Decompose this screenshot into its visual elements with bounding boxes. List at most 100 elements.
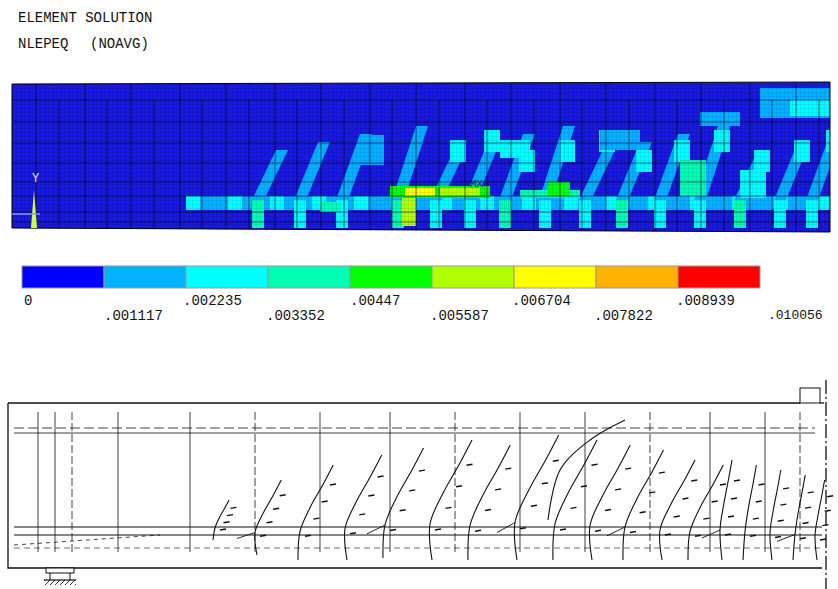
- plot-title: ELEMENT SOLUTION: [18, 11, 152, 25]
- crack-line: [660, 460, 695, 560]
- scale-value: .002235: [183, 294, 242, 308]
- crack-mark: [227, 515, 233, 516]
- crack-line: [815, 480, 825, 560]
- crack-mark: [659, 472, 665, 473]
- crack-mark: [822, 525, 828, 526]
- stirrup: [118, 412, 119, 552]
- stirrup: [72, 412, 73, 552]
- crack-mark: [390, 530, 396, 531]
- crack-mark: [756, 501, 762, 502]
- color-band: [104, 266, 186, 288]
- crack-mark: [780, 504, 786, 505]
- crack-line: [367, 525, 385, 534]
- stirrup: [38, 412, 39, 552]
- crack-mark: [695, 535, 701, 536]
- crack-sketch: [8, 380, 833, 589]
- crack-mark: [775, 537, 781, 538]
- crack-mark: [803, 522, 809, 523]
- crack-mark: [560, 529, 566, 530]
- crack-mark: [350, 533, 356, 534]
- color-band: [514, 266, 596, 288]
- crack-mark: [475, 530, 481, 531]
- crack-mark: [368, 495, 374, 496]
- scale-value: .003352: [266, 309, 325, 323]
- top-rebar: [14, 428, 815, 429]
- crack-mark: [409, 490, 415, 491]
- stirrup: [55, 412, 56, 552]
- stirrup: [320, 412, 321, 552]
- crack-mark: [820, 539, 826, 540]
- crack-mark: [231, 507, 237, 508]
- bottom-rebar: [14, 527, 822, 528]
- crack-mark: [378, 476, 384, 477]
- color-bar: [22, 266, 760, 288]
- crack-mark: [505, 468, 511, 469]
- beam-outline: [8, 402, 800, 403]
- color-band: [596, 266, 678, 288]
- crack-mark: [542, 483, 548, 484]
- crack-line: [720, 460, 732, 560]
- crack-line: [548, 420, 625, 520]
- crack-mark: [805, 507, 811, 508]
- crack-mark: [313, 518, 319, 519]
- crack-mark: [691, 480, 697, 481]
- crack-mark: [456, 486, 462, 487]
- result-name: NLEPEQ: [18, 37, 68, 51]
- scale-value: .006704: [512, 294, 571, 308]
- scale-value: .001117: [104, 309, 163, 323]
- crack-line: [607, 527, 625, 536]
- scale-value: .00447: [350, 294, 400, 308]
- crack-mark: [322, 501, 328, 502]
- crack-mark: [267, 522, 273, 523]
- crack-mark: [581, 486, 587, 487]
- contour-plot: [12, 80, 838, 235]
- color-band: [350, 266, 432, 288]
- color-band: [186, 266, 268, 288]
- crack-line: [589, 445, 630, 560]
- crack-mark: [750, 535, 756, 536]
- crack-mark: [674, 516, 680, 517]
- scale-value: .008939: [676, 294, 735, 308]
- crack-mark: [595, 530, 601, 531]
- crack-line: [793, 475, 805, 560]
- crack-mark: [725, 534, 731, 535]
- crack-mark: [720, 484, 726, 485]
- scale-value: .007822: [594, 309, 653, 323]
- crack-mark: [485, 510, 491, 511]
- crack-mark: [359, 514, 365, 515]
- crack-line: [702, 530, 720, 538]
- crack-line: [14, 535, 160, 545]
- crack-mark: [553, 460, 559, 461]
- crack-mark: [224, 522, 230, 523]
- crack-line: [429, 440, 472, 560]
- crack-line: [468, 445, 510, 560]
- crack-mark: [615, 489, 621, 490]
- crack-mark: [728, 516, 734, 517]
- crack-mark: [808, 492, 814, 493]
- crack-mark: [827, 496, 833, 497]
- crack-line: [345, 455, 382, 560]
- crack-line: [213, 500, 229, 540]
- ground-hatch: [44, 580, 76, 585]
- crack-mark: [280, 495, 286, 496]
- crack-mark: [495, 489, 501, 490]
- sketch-line: [70, 573, 71, 580]
- crack-mark: [400, 510, 406, 511]
- crack-mark: [712, 501, 718, 502]
- crack-line: [688, 465, 723, 560]
- crack-line: [770, 470, 781, 560]
- crack-line: [553, 440, 597, 560]
- crack-mark: [683, 498, 689, 499]
- crack-mark: [649, 492, 655, 493]
- stirrup: [765, 412, 766, 552]
- crack-mark: [330, 484, 336, 485]
- crack-mark: [734, 480, 740, 481]
- bottom-rebar: [14, 548, 822, 549]
- stirrup: [520, 412, 521, 552]
- bottom-rebar: [14, 535, 822, 536]
- crack-mark: [305, 535, 311, 536]
- stirrup: [455, 412, 456, 552]
- crack-mark: [605, 510, 611, 511]
- crack-mark: [446, 507, 452, 508]
- symmetry-line: [825, 380, 826, 589]
